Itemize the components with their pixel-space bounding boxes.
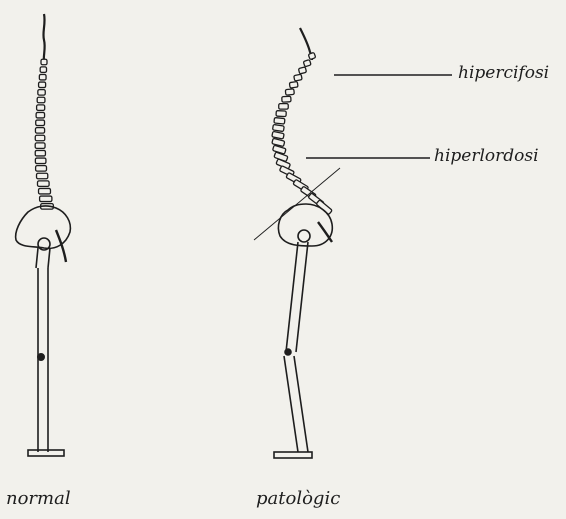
pathological-vertebra (289, 81, 298, 88)
normal-vertebra (41, 59, 47, 65)
normal-vertebra (35, 150, 45, 156)
normal-vertebra (39, 82, 46, 88)
normal-vertebra (37, 181, 49, 187)
pathological-vertebra (276, 111, 286, 117)
normal-vertebra (35, 135, 45, 141)
normal-vertebra (36, 166, 47, 172)
pathological-caption: patològic (256, 488, 340, 509)
pathological-pelvis (278, 204, 332, 246)
normal-vertebra (38, 90, 45, 96)
pathological-hip-joint (298, 230, 310, 242)
normal-vertebra (35, 128, 44, 133)
normal-vertebra (37, 97, 45, 103)
normal-vertebra (36, 112, 44, 118)
normal-spine (35, 14, 53, 209)
normal-vertebra (36, 120, 45, 126)
pathological-knee-joint (285, 349, 291, 355)
normal-pelvis (16, 206, 71, 248)
normal-caption: normal (6, 488, 71, 509)
pathological-posture-figure (254, 28, 340, 458)
pathological-vertebra (294, 74, 302, 81)
normal-posture-figure (16, 14, 71, 456)
normal-femur (36, 248, 50, 268)
pathological-sacrum (318, 222, 332, 242)
normal-foot (28, 450, 64, 456)
normal-vertebra (40, 196, 52, 202)
normal-vertebra (35, 143, 45, 149)
hypercifosi-label: hipercifosi (458, 63, 549, 83)
pathological-vertebra (274, 118, 285, 125)
normal-vertebra (37, 105, 45, 111)
normal-vertebra (39, 74, 46, 80)
pathological-foot (274, 452, 312, 458)
normal-knee-joint (38, 354, 44, 360)
hiperlordosi-label: hiperlordosi (434, 146, 539, 166)
pathological-vertebra (298, 67, 306, 74)
normal-vertebra (35, 158, 46, 164)
pathological-vertebra (279, 104, 289, 110)
pathological-vertebra (285, 89, 294, 95)
pathological-femur-back (296, 242, 308, 352)
pathological-vertebra (303, 60, 311, 67)
pathological-vertebra (273, 124, 285, 131)
normal-vertebra (40, 67, 46, 73)
normal-cervical-tip (43, 14, 44, 62)
normal-vertebra (37, 173, 48, 179)
pathological-vertebra (272, 131, 284, 139)
pathological-vertebra (308, 52, 316, 59)
normal-vertebra (39, 188, 51, 194)
pathological-femur-front (286, 242, 298, 352)
pathological-spine (272, 28, 332, 215)
pathological-vertebra (282, 96, 291, 102)
